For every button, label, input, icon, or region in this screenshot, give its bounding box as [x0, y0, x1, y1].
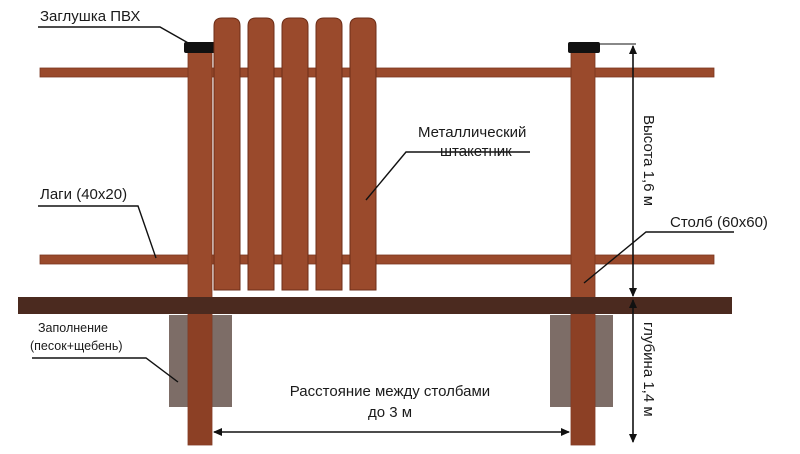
picket-2	[247, 17, 275, 291]
picket-leader	[365, 151, 530, 201]
picket-4	[315, 17, 343, 291]
post-right-underground	[571, 314, 595, 445]
spacing-label-line1: Расстояние между столбами	[290, 383, 490, 400]
rails-leader	[38, 205, 157, 259]
rail-bottom	[39, 254, 715, 265]
fill-leader	[32, 357, 179, 383]
cap-label: Заглушка ПВХ	[40, 8, 140, 25]
cap-left	[184, 42, 216, 53]
cap-right	[568, 42, 600, 53]
rails-label: Лаги (40x20)	[40, 186, 127, 203]
picket-3	[281, 17, 309, 291]
pickets	[213, 17, 377, 291]
picket-5	[349, 17, 377, 291]
cap-leader	[38, 26, 191, 45]
height-label: Высота 1,6 м	[640, 115, 657, 206]
rail-top	[39, 67, 715, 78]
fill-label-line1: Заполнение	[38, 321, 108, 335]
depth-label: глубина 1,4 м	[640, 322, 657, 417]
picket-label-line1: Металлический	[418, 124, 526, 141]
fill-label-line2: (песок+щебень)	[30, 339, 123, 353]
picket-1	[213, 17, 241, 291]
spacing-label-line2: до 3 м	[368, 404, 412, 421]
post-label: Столб (60x60)	[670, 214, 768, 231]
post-leader	[583, 231, 734, 284]
picket-label-line2: штакетник	[440, 143, 512, 160]
post-left-underground	[188, 314, 212, 445]
ground-line	[18, 297, 732, 314]
